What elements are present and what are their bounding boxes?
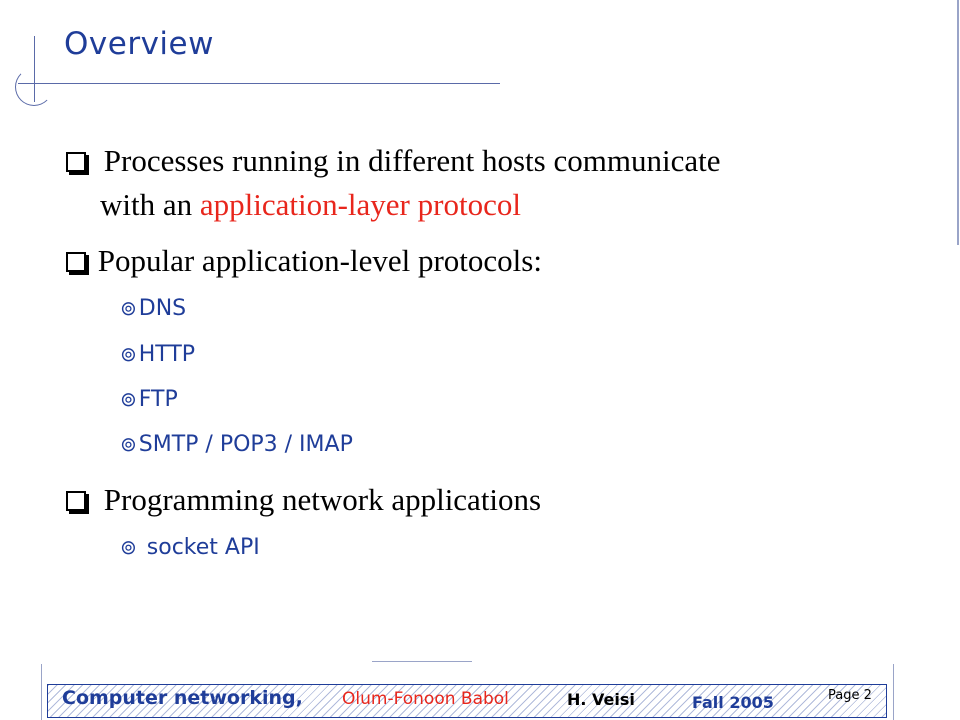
sub-item-label: FTP — [138, 387, 178, 412]
footer-side-right — [893, 664, 894, 720]
footer-side-left — [41, 664, 42, 720]
circle-bullet-icon: ⊚ — [120, 342, 137, 366]
bullet-2: Popular application-level protocols: — [66, 241, 542, 281]
frame-vertical-right — [957, 0, 959, 245]
bullet-2-text: Popular application-level protocols: — [97, 243, 542, 278]
frame-circle — [15, 68, 53, 106]
sub-item-label: SMTP / POP3 / IMAP — [138, 432, 353, 457]
footer-institution: Olum-Fonoon Babol — [342, 689, 509, 709]
page-title: Overview — [64, 26, 214, 62]
sub-item-http: ⊚HTTP — [120, 342, 195, 367]
bullet-1-highlight: application-layer protocol — [199, 187, 521, 222]
sub-item-mail: ⊚SMTP / POP3 / IMAP — [120, 432, 353, 457]
footer-bar — [47, 684, 887, 718]
footer-author: H. Veisi — [567, 690, 635, 709]
sub-item-label: HTTP — [138, 342, 196, 367]
bullet-1: Processes running in different hosts com… — [66, 141, 720, 181]
footer-course: Computer networking, — [62, 687, 303, 709]
sub-item-ftp: ⊚FTP — [120, 387, 178, 412]
bullet-1-line-1: Processes running in different hosts com… — [103, 143, 721, 178]
bullet-1-continued: with an application-layer protocol — [100, 185, 521, 225]
circle-bullet-icon: ⊚ — [120, 296, 137, 320]
circle-bullet-icon: ⊚ — [120, 387, 137, 411]
footer-top-accent — [372, 661, 472, 662]
checkbox-bullet-icon — [66, 151, 86, 172]
footer-page-label: Page 2 — [828, 688, 872, 703]
bullet-3: Programming network applications — [66, 480, 541, 520]
checkbox-bullet-icon — [66, 251, 86, 272]
footer-term: Fall 2005 — [692, 693, 774, 712]
bullet-1-line-2-prefix: with an — [100, 187, 200, 222]
sub-item-label: DNS — [138, 296, 187, 321]
frame-horizontal-top — [18, 83, 500, 84]
sub-item-dns: ⊚DNS — [120, 296, 186, 321]
sub-item-label: socket API — [146, 535, 260, 560]
bullet-3-text: Programming network applications — [103, 482, 542, 517]
circle-bullet-icon: ⊚ — [120, 535, 137, 559]
checkbox-bullet-icon — [66, 490, 86, 511]
sub-item-socket: ⊚ socket API — [120, 535, 260, 560]
circle-bullet-icon: ⊚ — [120, 432, 137, 456]
